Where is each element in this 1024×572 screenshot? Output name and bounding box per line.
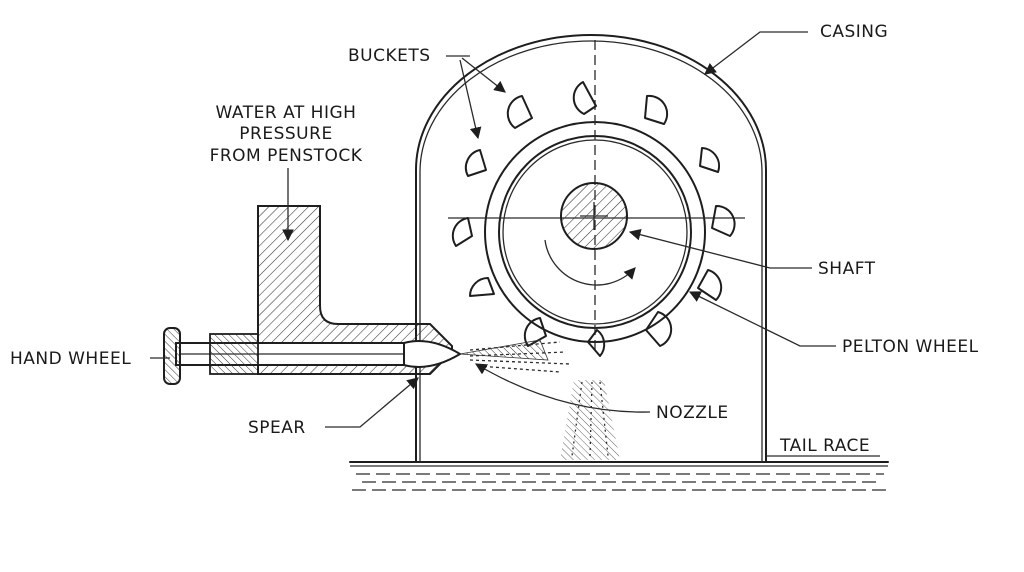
water-jet [459, 339, 620, 460]
pelton-wheel-label: PELTON WHEEL [842, 337, 979, 357]
water-label-line3: FROM PENSTOCK [210, 146, 363, 166]
leader-lines [150, 31, 880, 457]
bucket [469, 277, 495, 297]
nozzle-label: NOZZLE [656, 403, 729, 423]
casing-label: CASING [820, 22, 888, 42]
bucket [699, 147, 721, 173]
buckets-label: BUCKETS [348, 46, 431, 66]
shaft [560, 182, 628, 250]
bucket [464, 149, 487, 177]
bucket [645, 311, 673, 347]
bucket [451, 217, 473, 247]
buckets[interactable] [451, 81, 736, 357]
bucket [587, 329, 606, 357]
ground-base [349, 461, 889, 491]
bucket [572, 81, 597, 115]
hand-wheel-label: HAND WHEEL [10, 349, 131, 369]
water-label-line2: PRESSURE [239, 124, 332, 144]
bucket [506, 95, 533, 129]
spear-rod [175, 333, 462, 375]
water-label-line1: WATER AT HIGH [216, 103, 357, 123]
bucket [711, 204, 736, 237]
casing-outline [415, 34, 767, 463]
bucket [644, 94, 669, 125]
spear-label: SPEAR [248, 418, 306, 438]
shaft-label: SHAFT [818, 259, 876, 279]
hand-wheel[interactable] [163, 327, 181, 385]
bucket [697, 269, 723, 301]
tail-race-label: TAIL RACE [779, 436, 870, 456]
